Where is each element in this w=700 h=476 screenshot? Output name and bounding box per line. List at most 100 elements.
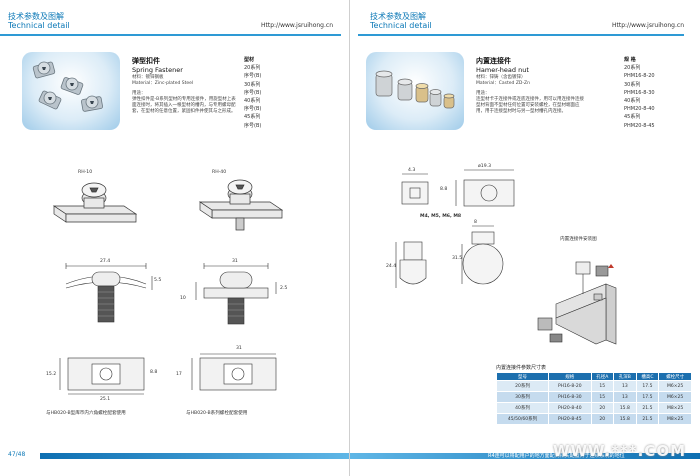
header-url: Http://www.jsruihong.cn bbox=[612, 22, 684, 29]
cell: PH20-8-40 bbox=[548, 402, 592, 414]
right-header: 技术参数及图解 Technical detail Http://www.jsru… bbox=[350, 10, 700, 36]
table-title: 内置连接件参数尺寸表 bbox=[496, 365, 547, 371]
cell: 15.8 bbox=[613, 413, 637, 425]
cell: M6×25 bbox=[658, 391, 692, 403]
series-item: 40系列 bbox=[624, 98, 641, 105]
fastener-plan-view-2 bbox=[191, 353, 277, 391]
nut-technical-drawing bbox=[395, 169, 515, 288]
fastener-plan-view-1 bbox=[59, 357, 145, 395]
series-item: 45系列 bbox=[624, 114, 641, 121]
left-header: 技术参数及图解 Technical detail Http://www.jsru… bbox=[0, 10, 349, 36]
series-item: 序号(B) bbox=[244, 89, 262, 96]
series-item: 30系列 bbox=[624, 81, 641, 88]
left-page: 技术参数及图解 Technical detail Http://www.jsru… bbox=[0, 0, 350, 476]
fastener-iso-view-2 bbox=[198, 179, 284, 231]
cell: 17.5 bbox=[635, 380, 660, 392]
cell: 21.5 bbox=[635, 402, 660, 414]
spring-fastener-photo bbox=[22, 52, 120, 130]
footer-bar bbox=[40, 453, 349, 459]
series-heading: 型材 bbox=[244, 57, 255, 63]
product-title-en: Spring Fastener bbox=[132, 66, 183, 74]
series-item: 45系列 bbox=[244, 114, 261, 121]
cell: 13 bbox=[613, 391, 637, 403]
product-usage-text: 连型材卡于连接件或连底连接件，用可以用连接件连接型材背面不型材任何位置可安装螺栓… bbox=[476, 97, 584, 114]
table-row: 20系列 PH16-8-20 15 13 17.5 M6×25 bbox=[495, 380, 692, 392]
caption-2: 与HB020-B系列螺栓配套使用 bbox=[186, 411, 248, 416]
product-title-en: Hamer-head nut bbox=[476, 66, 529, 74]
cell: 20 bbox=[590, 402, 615, 414]
cell: PH20-8-45 bbox=[548, 413, 592, 425]
page-number: 47/48 bbox=[8, 451, 26, 458]
header-rule bbox=[0, 34, 341, 36]
col-header: 螺栓尺寸 bbox=[658, 372, 692, 381]
header-title-en: Technical detail bbox=[370, 21, 432, 30]
dim-side: 2.5 bbox=[280, 286, 288, 291]
fastener-photo-art bbox=[32, 61, 103, 112]
product-material: 材料：镀锌钢板 bbox=[132, 75, 164, 80]
product-material: 材料：锌铸（含齿镀锌） bbox=[476, 75, 526, 80]
fastener-iso-view-1 bbox=[52, 182, 138, 223]
col-header: 槽高C bbox=[635, 372, 660, 381]
product-usage-label: 用途： bbox=[132, 91, 146, 96]
cell: M6×25 bbox=[658, 380, 692, 392]
product-title-cn: 内置连接件 bbox=[476, 57, 511, 65]
fastener-side-view-2 bbox=[195, 263, 277, 325]
dim-bottom-w2: 31 bbox=[236, 346, 242, 351]
product-material-en: Material：Casted ZD-Zn bbox=[476, 81, 530, 86]
col-header: 孔径A bbox=[590, 372, 615, 381]
header-title-en: Technical detail bbox=[8, 21, 70, 30]
dim-bottom-w1: 25.1 bbox=[100, 397, 111, 402]
series-item: PHM16-8-30 bbox=[624, 89, 655, 96]
watermark: WWW.***.COM bbox=[552, 442, 686, 460]
header-url: Http://www.jsruihong.cn bbox=[261, 22, 333, 29]
series-heading: 规 格 bbox=[624, 57, 636, 63]
col-header: 孔深B bbox=[613, 372, 637, 381]
dim-ball: 31.5 bbox=[452, 256, 463, 261]
series-item: PHM20-8-40 bbox=[624, 106, 655, 113]
dim-top-diameter: ø19.3 bbox=[478, 164, 492, 169]
table-row: 30系列 PH16-8-30 15 13 17.5 M6×25 bbox=[495, 391, 692, 403]
table-row: 45/50/60系列 PH20-8-45 20 15.8 21.5 M8×25 bbox=[495, 413, 692, 425]
footer-bar bbox=[350, 453, 700, 459]
header-rule bbox=[358, 34, 684, 36]
series-item: 序号(B) bbox=[244, 73, 262, 80]
product-usage-text: 弹性扣件是-B系列型材的专用连接件，用旋型材上表面连接时，将其插入一根型材的槽内… bbox=[132, 97, 236, 114]
series-list: 规 格 20系列 PHM16-8-20 30系列 PHM16-8-30 40系列… bbox=[624, 56, 655, 130]
label-rh10: RH-10 bbox=[78, 170, 93, 175]
table-row: 40系列 PH20-8-40 20 15.8 21.5 M8×25 bbox=[495, 402, 692, 414]
cell: 15 bbox=[590, 380, 615, 392]
series-item: PHM20-8-45 bbox=[624, 122, 655, 129]
dim-height-1: 5.5 bbox=[154, 278, 162, 283]
nut-photo-art bbox=[375, 70, 455, 109]
parameter-table: 型号 规格 孔径A 孔深B 槽高C 螺栓尺寸 20系列 PH16-8-20 15… bbox=[495, 372, 692, 425]
col-header: 型号 bbox=[495, 372, 550, 381]
fastener-side-view-1 bbox=[65, 263, 153, 323]
dim-square: 4.3 bbox=[408, 168, 416, 173]
cell: 45/50/60系列 bbox=[495, 413, 550, 425]
series-item: 30系列 bbox=[244, 81, 261, 88]
label-rh40: RH-40 bbox=[212, 170, 227, 175]
dim-bottom-h2: 8.8 bbox=[150, 370, 158, 375]
dim-small: 8 bbox=[474, 220, 477, 225]
cell: 13 bbox=[613, 380, 637, 392]
dim-width-1: 27.4 bbox=[100, 259, 111, 264]
dim-bottom-h1: 15.2 bbox=[46, 372, 57, 377]
install-caption: 内置连接件安装图 bbox=[560, 237, 597, 242]
col-header: 规格 bbox=[548, 372, 592, 381]
series-item: 序号(B) bbox=[244, 106, 262, 113]
dim-width-2: 31 bbox=[232, 259, 238, 264]
cell: 15 bbox=[590, 391, 615, 403]
right-footer: R4连可以将配用户的地方面配到相关配置对于连续系统的地位 bbox=[350, 449, 700, 463]
series-list: 型材 20系列 序号(B) 30系列 序号(B) 40系列 序号(B) 45系列… bbox=[244, 56, 261, 130]
cell: 40系列 bbox=[495, 402, 550, 414]
hammer-head-nut-photo bbox=[366, 52, 464, 130]
cell: M8×25 bbox=[658, 402, 692, 414]
cell: PH16-8-30 bbox=[548, 391, 592, 403]
cell: 17.5 bbox=[635, 391, 660, 403]
dim-side: 24.4 bbox=[386, 264, 397, 269]
cell: 20系列 bbox=[495, 380, 550, 392]
series-item: 40系列 bbox=[244, 98, 261, 105]
caption-1: 与HB020-B型库币内六角螺栓配套使用 bbox=[46, 411, 126, 416]
header-title-cn: 技术参数及图解 bbox=[370, 12, 426, 21]
cell: 15.8 bbox=[613, 402, 637, 414]
